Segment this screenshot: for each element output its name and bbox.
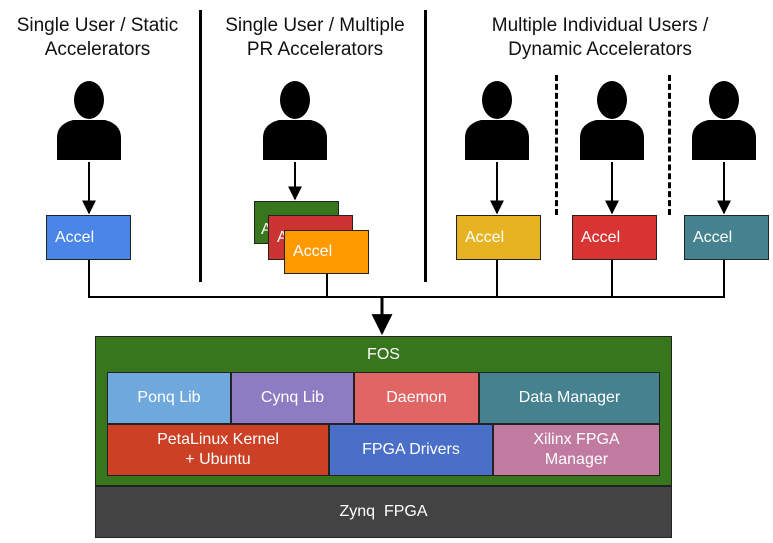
accel-label: Accel	[581, 228, 621, 246]
accel-user-3: Accel	[684, 215, 769, 260]
fos-title: FOS	[367, 346, 400, 363]
divider-left	[199, 10, 202, 282]
header-static: Single User / Static Accelerators	[0, 14, 195, 62]
xilinx-fpga-manager: Xilinx FPGA Manager	[493, 424, 660, 476]
header-multi-line1: Multiple Individual Users /	[491, 15, 709, 36]
accel-label-partial: A	[261, 221, 272, 238]
accel-user-1: Accel	[456, 215, 541, 260]
fpga-drivers: FPGA Drivers	[329, 424, 493, 476]
zynq-fpga: Zynq FPGA	[95, 486, 672, 538]
dashed-divider-1	[555, 75, 558, 215]
header-pr: Single User / Multiple PR Accelerators	[205, 14, 425, 62]
accel-static: Accel	[46, 215, 131, 260]
dashed-divider-2	[668, 75, 671, 215]
accel-pr-front: Accel	[284, 230, 369, 274]
xilinx-line2: Manager	[544, 451, 609, 468]
petalinux-line2: + Ubuntu	[185, 451, 251, 468]
accel-label-partial: A	[277, 228, 288, 246]
user-icon	[465, 81, 529, 160]
divider-right	[424, 10, 427, 282]
zynq-label: Zynq FPGA	[339, 503, 428, 520]
petalinux-kernel: PetaLinux Kernel + Ubuntu	[107, 424, 329, 476]
user-icon	[580, 81, 644, 160]
petalinux-line1: PetaLinux Kernel	[157, 431, 279, 448]
header-static-line1: Single User / Static	[16, 15, 179, 36]
header-multi-line2: Dynamic Accelerators	[508, 39, 692, 60]
accel-user-2: Accel	[572, 215, 657, 260]
data-manager: Data Manager	[479, 372, 660, 424]
xilinx-line1: Xilinx FPGA	[533, 431, 620, 448]
daemon: Daemon	[354, 372, 479, 424]
header-multi: Multiple Individual Users / Dynamic Acce…	[430, 14, 770, 62]
cynq-lib: Cynq Lib	[231, 372, 354, 424]
accel-label: Accel	[693, 228, 733, 246]
user-icon	[57, 81, 121, 160]
accel-label: Accel	[465, 228, 505, 246]
user-icon	[263, 81, 327, 160]
accel-label: Accel	[293, 243, 333, 260]
user-icon	[692, 81, 756, 160]
header-pr-line2: PR Accelerators	[246, 39, 384, 60]
ponq-lib: Ponq Lib	[107, 372, 231, 424]
header-static-line2: Accelerators	[44, 39, 151, 60]
accel-label: Accel	[55, 228, 95, 246]
header-pr-line1: Single User / Multiple	[225, 15, 405, 36]
